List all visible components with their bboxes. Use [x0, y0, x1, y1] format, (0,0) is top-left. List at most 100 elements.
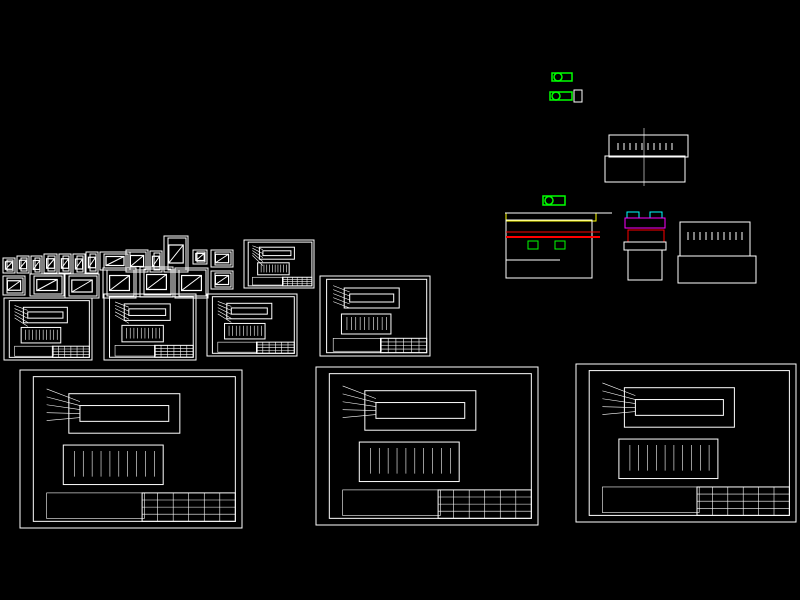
- part-outline: [214, 253, 230, 264]
- clamp: [624, 217, 666, 229]
- leader-line: [14, 305, 28, 311]
- part-line: [215, 253, 229, 264]
- leader-line: [114, 308, 129, 316]
- sheet-border: [68, 275, 98, 297]
- machine-base-2: [677, 255, 757, 284]
- part-line: [7, 280, 21, 291]
- sheet-border: [196, 251, 206, 263]
- bearing-block: [554, 240, 566, 250]
- sheet-frame: [575, 363, 797, 523]
- part-line: [151, 255, 161, 268]
- drawing-sheet: [64, 273, 100, 299]
- part-view-front: [121, 324, 164, 343]
- part-outline: [45, 258, 55, 269]
- part-outline: [6, 280, 22, 291]
- part-line: [46, 258, 55, 269]
- sheet-frame: [149, 250, 163, 273]
- leader-line: [342, 409, 376, 411]
- sheet-border: [247, 241, 313, 287]
- sheet-frame: [19, 369, 243, 529]
- assembly-views: [505, 72, 757, 284]
- parts-list: [114, 345, 156, 357]
- part-line: [195, 253, 205, 261]
- part-line: [5, 261, 13, 270]
- sheet-frame: [163, 235, 189, 273]
- part-view-front: [618, 438, 719, 480]
- leader-line: [217, 310, 232, 319]
- part-view-top: [258, 246, 295, 260]
- sheet-frame: [102, 267, 137, 299]
- parts-list: [252, 276, 284, 286]
- part-outline: [214, 274, 230, 286]
- parts-list: [46, 492, 145, 519]
- part-outline: [36, 278, 58, 292]
- drawing-sheet: [72, 253, 86, 275]
- sheet-frame: [85, 251, 99, 274]
- sheet-border: [178, 269, 207, 297]
- leader-line: [217, 301, 232, 307]
- part-outline: [105, 255, 125, 267]
- drawing-sheet: [575, 363, 797, 523]
- drawing-sheet: [125, 249, 149, 273]
- sheet-frame: [2, 275, 26, 296]
- drawing-sheets: [2, 235, 797, 529]
- leader-line: [333, 297, 350, 305]
- part-feature: [27, 311, 64, 319]
- sheet-border: [328, 373, 532, 519]
- sheet-border: [109, 296, 194, 358]
- leader-line: [114, 311, 129, 320]
- drawing-sheet: [85, 251, 99, 274]
- sheet-border: [47, 255, 56, 272]
- drawing-sheet: [16, 255, 30, 274]
- drawing-sheet: [58, 253, 72, 274]
- leader-line: [14, 317, 28, 327]
- drawing-sheet: [315, 366, 539, 526]
- leader-line: [602, 398, 636, 404]
- leader-line: [602, 406, 636, 408]
- sheet-frame: [243, 239, 315, 289]
- sheet-border: [167, 237, 187, 271]
- leader-line: [217, 304, 232, 311]
- leader-line: [14, 314, 28, 323]
- drawing-sheet: [319, 275, 431, 357]
- part-view-top: [123, 303, 171, 321]
- leader-line: [252, 247, 264, 254]
- machine-upper-frame: [608, 134, 689, 158]
- bed: [623, 241, 667, 251]
- drawing-sheet: [102, 267, 137, 299]
- parts-list: [602, 486, 700, 513]
- drawing-sheet: [206, 293, 298, 357]
- sheet-frame: [206, 293, 298, 357]
- part-line: [87, 256, 97, 269]
- parts-list: [342, 489, 441, 516]
- motor-flange: [544, 195, 554, 206]
- part-outline: [168, 244, 184, 264]
- part-feature: [79, 405, 170, 422]
- part-outline: [60, 258, 70, 269]
- sensor: [649, 211, 663, 219]
- motor-flange: [551, 91, 561, 101]
- part-view-top: [68, 393, 181, 434]
- part-outline: [181, 274, 203, 292]
- drawing-sheet: [2, 257, 16, 274]
- leader-line: [46, 417, 80, 421]
- part-line: [74, 258, 84, 270]
- parts-list: [217, 341, 258, 353]
- sheet-frame: [3, 297, 93, 361]
- part-view-top: [343, 287, 400, 309]
- sheet-frame: [2, 257, 16, 274]
- part-feature: [128, 308, 167, 316]
- part-outline: [71, 279, 93, 293]
- part-outline: [74, 258, 84, 270]
- sheet-border: [33, 275, 63, 295]
- leader-line: [252, 255, 264, 266]
- part-line: [130, 255, 144, 267]
- part-view-front: [358, 441, 460, 483]
- leader-line: [252, 252, 264, 262]
- part-line: [215, 275, 229, 285]
- part-outline: [4, 261, 14, 270]
- sheet-border: [106, 269, 135, 297]
- machine-frame: [505, 219, 593, 279]
- sheet-frame: [210, 249, 234, 268]
